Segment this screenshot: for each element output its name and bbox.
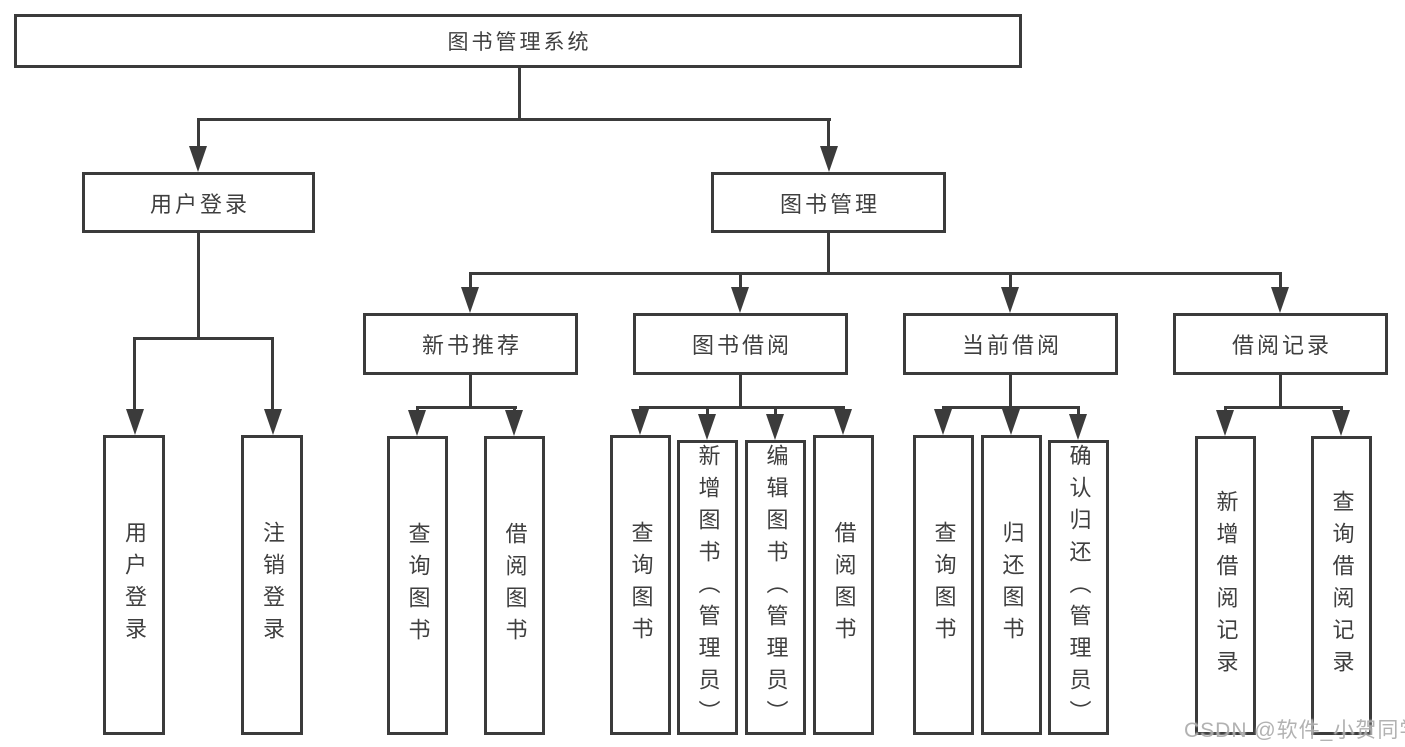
connector-new-book-rec-stub [469, 375, 472, 406]
arrow-down-icon [1069, 414, 1087, 440]
node-root-library-system: 图书管理系统 [14, 14, 1022, 68]
connector-book-mgmt-stub [827, 233, 830, 272]
leaf-user-login: 用户登录 [103, 435, 165, 735]
node-current-borrow: 当前借阅 [903, 313, 1118, 375]
connector-stem [133, 337, 136, 409]
connector-to-user-login-stem [197, 118, 200, 150]
leaf-logout-login: 注销登录 [241, 435, 303, 735]
connector-level2-hbar [469, 272, 1282, 275]
leaf-add-book-admin: 新增图书（管理员） [677, 440, 738, 735]
leaf-add-borrow-record: 新增借阅记录 [1195, 436, 1256, 735]
connector-stem [1279, 272, 1282, 288]
connector-book-borrow-stub [739, 375, 742, 406]
connector-borrow-record-stub [1279, 375, 1282, 406]
arrow-down-icon [461, 287, 479, 313]
arrow-down-icon [698, 414, 716, 440]
connector-stem [416, 406, 419, 413]
connector-stem [1009, 272, 1012, 288]
connector-stem [706, 406, 709, 416]
node-book-management: 图书管理 [711, 172, 946, 233]
arrow-down-icon [820, 146, 838, 172]
arrow-down-icon [408, 410, 426, 436]
arrow-down-icon [264, 409, 282, 435]
arrow-down-icon [766, 414, 784, 440]
arrow-down-icon [1216, 410, 1234, 436]
arrow-down-icon [934, 409, 952, 435]
arrow-down-icon [1001, 287, 1019, 313]
node-borrow-record: 借阅记录 [1173, 313, 1388, 375]
connector-stem [1224, 406, 1227, 413]
connector-root-stub [518, 68, 521, 118]
node-user-login: 用户登录 [82, 172, 315, 233]
arrow-down-icon [631, 409, 649, 435]
node-new-book-recommend: 新书推荐 [363, 313, 578, 375]
leaf-query-book: 查询图书 [610, 435, 671, 735]
connector-user-login-hbar [133, 337, 274, 340]
connector-stem [1077, 406, 1080, 416]
node-book-borrow: 图书借阅 [633, 313, 848, 375]
leaf-borrow-book: 借阅图书 [484, 436, 545, 735]
leaf-query-book: 查询图书 [913, 435, 974, 735]
leaf-borrow-book: 借阅图书 [813, 435, 874, 735]
connector-stem [513, 406, 516, 413]
connector-stem [469, 272, 472, 288]
connector-user-login-stub [197, 233, 200, 337]
connector-borrow-record-hbar [1224, 406, 1343, 409]
connector-stem [271, 337, 274, 409]
arrow-down-icon [1271, 287, 1289, 313]
connector-current-borrow-stub [1009, 375, 1012, 406]
connector-level1-hbar [197, 118, 831, 121]
leaf-confirm-return-admin: 确认归还（管理员） [1048, 440, 1109, 735]
leaf-query-book: 查询图书 [387, 436, 448, 735]
arrow-down-icon [1332, 410, 1350, 436]
connector-book-borrow-hbar [639, 406, 845, 409]
connector-stem [774, 406, 777, 416]
connector-new-book-rec-hbar [416, 406, 517, 409]
leaf-query-borrow-record: 查询借阅记录 [1311, 436, 1372, 735]
arrow-down-icon [731, 287, 749, 313]
connector-to-book-mgmt-stem [827, 118, 830, 150]
csdn-watermark: CSDN @软件_小贺同学 [1184, 719, 1405, 742]
connector-stem [1340, 406, 1343, 413]
arrow-down-icon [505, 410, 523, 436]
arrow-down-icon [189, 146, 207, 172]
connector-stem [739, 272, 742, 288]
arrow-down-icon [1002, 409, 1020, 435]
leaf-edit-book-admin: 编辑图书（管理员） [745, 440, 806, 735]
leaf-return-book: 归还图书 [981, 435, 1042, 735]
arrow-down-icon [834, 409, 852, 435]
arrow-down-icon [126, 409, 144, 435]
